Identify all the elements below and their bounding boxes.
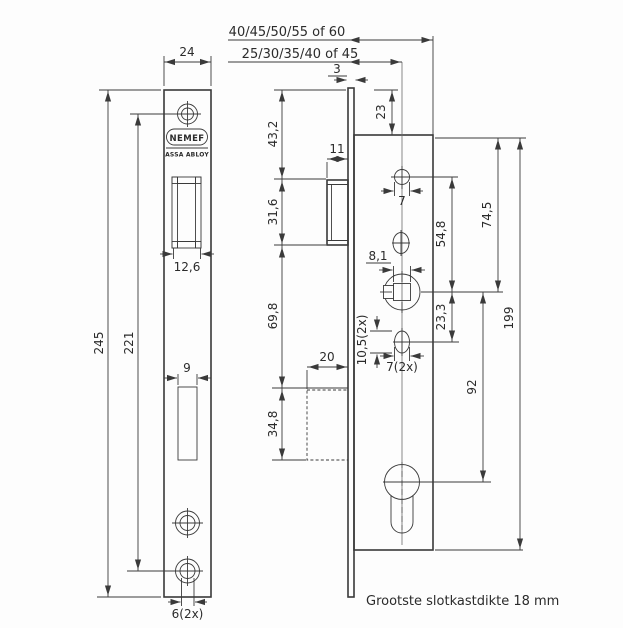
dim-follower-to-oval-label: 23,3 xyxy=(434,304,448,331)
brand-logo: NEMEF ASSA ABLOY xyxy=(165,128,209,159)
oval-hole-lower xyxy=(393,328,411,356)
dim-screw-distance-label: 221 xyxy=(122,332,136,355)
dim-oval-height-label: 10,5(2x) xyxy=(355,315,369,366)
faceplate-front-view: NEMEF ASSA ABLOY xyxy=(163,89,212,598)
side-view-dimensions: 43,2 31,6 69,8 34,8 11 20 xyxy=(266,89,348,461)
dim-body-height-label: 199 xyxy=(502,307,516,330)
faceplate-front-dimensions: 24 245 221 12,6 9 6(2x) xyxy=(92,45,214,621)
drawing-note: Grootste slotkastdikte 18 mm xyxy=(366,594,559,609)
dim-latch-depth-label: 11 xyxy=(329,142,344,156)
latch-opening xyxy=(171,176,202,249)
hole-top xyxy=(391,166,413,189)
body-dimensions: 40/45/50/55 of 60 25/30/35/40 of 45 3 23… xyxy=(228,25,526,551)
screw-hole-top xyxy=(174,101,201,127)
dim-seg-latch-label: 31,6 xyxy=(266,199,280,226)
spindle-follower xyxy=(380,271,421,313)
brand-name-label: NEMEF xyxy=(170,134,205,144)
lock-case-hidden xyxy=(306,389,349,461)
lower-slot xyxy=(177,386,198,461)
dim-hole-to-follower-label: 54,8 xyxy=(434,221,448,248)
dim-hole-top-label: 7 xyxy=(398,194,406,208)
dim-backset-inner-label: 25/30/35/40 of 45 xyxy=(242,47,359,62)
dim-top-to-follower-label: 74,5 xyxy=(480,202,494,229)
dim-body-top-offset-label: 23 xyxy=(374,104,388,119)
dim-plate-height-label: 245 xyxy=(92,332,106,355)
dim-slot-width-label: 9 xyxy=(183,361,191,375)
dim-oval-width-label: 7(2x) xyxy=(386,360,418,374)
oval-hole-upper xyxy=(392,230,410,256)
screw-hole-bottom xyxy=(172,556,203,586)
latch-bolt-side xyxy=(326,179,349,246)
screw-hole-middle xyxy=(172,508,203,538)
dim-follower-to-cylinder-label: 92 xyxy=(465,379,479,394)
brand-group-label: ASSA ABLOY xyxy=(165,152,209,159)
faceplate-side-view xyxy=(306,87,355,598)
dim-backset-outer-label: 40/45/50/55 of 60 xyxy=(229,25,346,40)
dim-latch-width-label: 12,6 xyxy=(174,260,201,274)
dim-seg-top-label: 43,2 xyxy=(266,121,280,148)
dim-seg-mid-label: 69,8 xyxy=(266,303,280,330)
dim-screw-hole-label: 6(2x) xyxy=(172,607,204,621)
dim-case-depth-label: 20 xyxy=(319,350,334,364)
lock-body-view xyxy=(353,62,434,551)
dim-plate-thickness-label: 3 xyxy=(333,62,341,76)
dim-spindle-square-label: 8,1 xyxy=(368,249,387,263)
dim-plate-width-label: 24 xyxy=(179,45,194,59)
dim-seg-case-label: 34,8 xyxy=(266,411,280,438)
